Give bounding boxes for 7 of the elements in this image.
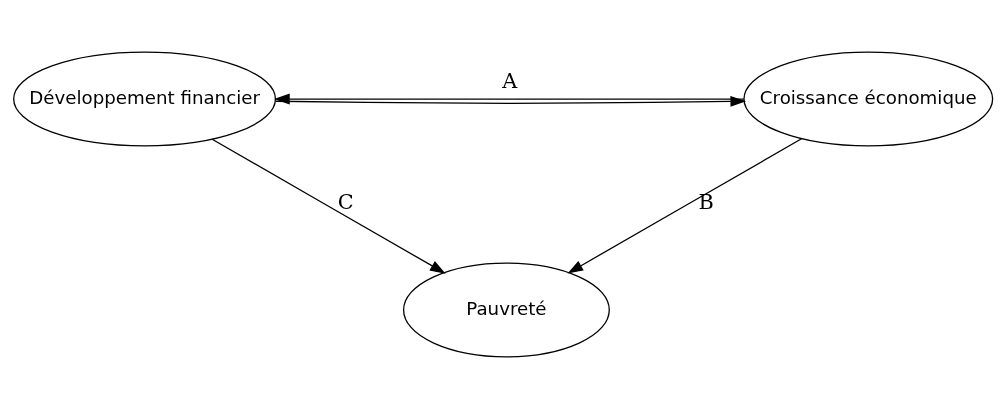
edge-label: B <box>698 190 714 215</box>
node-ellipse: Croissance économique <box>743 51 994 147</box>
arrow <box>567 138 803 274</box>
edge-label: A <box>502 69 518 94</box>
edge-label: C <box>337 190 354 215</box>
arrow <box>211 138 446 274</box>
node-ellipse: Développement financier <box>13 51 277 147</box>
